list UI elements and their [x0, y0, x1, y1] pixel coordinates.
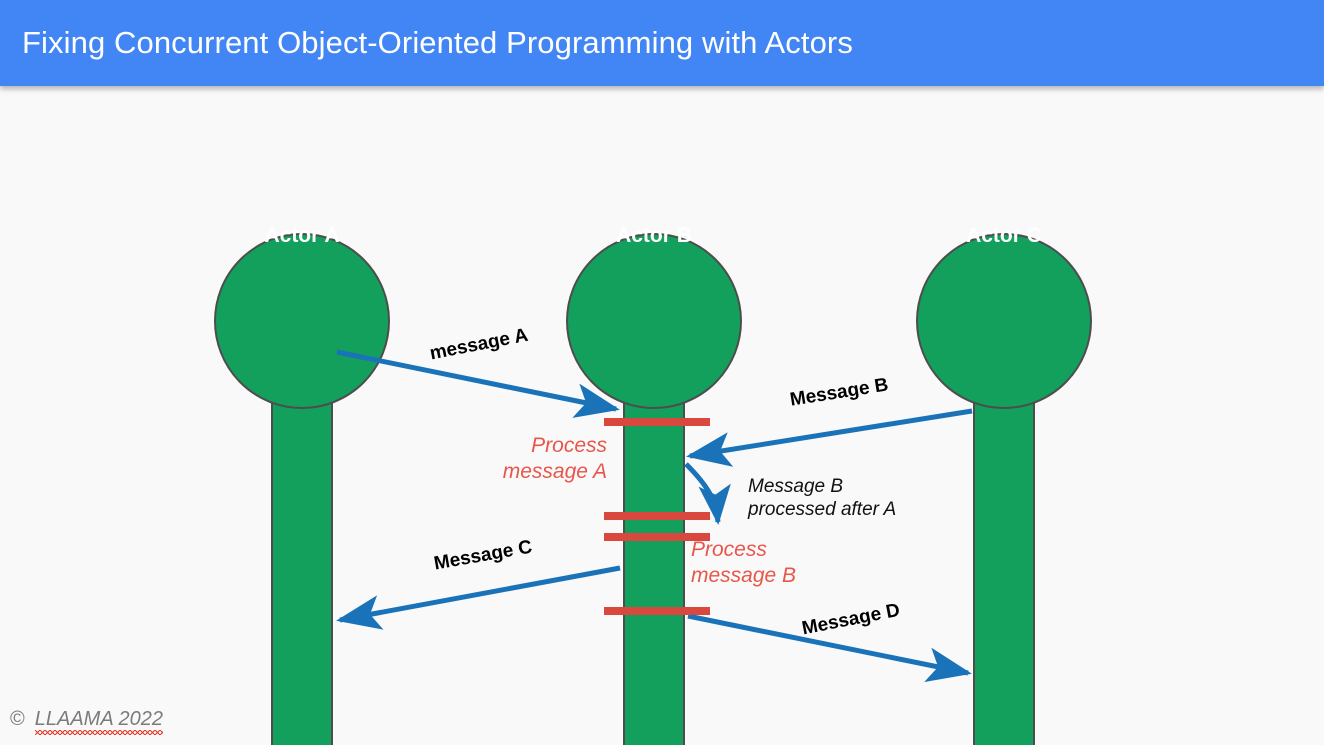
slide-header-bar: Fixing Concurrent Object-Oriented Progra…: [0, 0, 1324, 86]
process-message-b-line-1: Process: [691, 538, 767, 561]
message-b-line: [686, 408, 973, 467]
process-bar-3: [604, 533, 710, 541]
message-b-label: Message B: [788, 374, 889, 410]
process-bar-1: [604, 418, 710, 426]
note-message-b-line-2: processed after A: [747, 499, 896, 520]
actor-c-head: [916, 233, 1092, 409]
actor-b-head: [566, 233, 742, 409]
message-d-label: Message D: [800, 600, 901, 640]
footer-copyright: © LLAAMA 2022: [10, 708, 163, 731]
process-message-a-line-2: message A: [503, 460, 607, 483]
message-c-line: [336, 565, 621, 630]
actor-node-b[interactable]: Actor B: [566, 224, 742, 745]
message-arrow-d[interactable]: Message D: [687, 600, 972, 682]
actor-a-label: Actor A: [264, 224, 339, 247]
sequence-diagram: Actor A Actor B Actor C message A: [214, 224, 1092, 745]
footer-copyright-text: LLAAMA 2022: [34, 708, 163, 730]
message-c-label: Message C: [432, 537, 534, 575]
diagram-area: Actor A Actor B Actor C message A: [0, 86, 1324, 745]
process-message-b-label: Process message B: [691, 538, 796, 587]
message-a-label: message A: [428, 325, 530, 365]
actor-a-head: [214, 233, 390, 409]
message-arrow-c[interactable]: Message C: [336, 537, 621, 630]
process-bar-2: [604, 512, 710, 520]
process-message-a-line-1: Process: [531, 434, 607, 457]
process-message-a-label: Process message A: [503, 434, 608, 483]
actor-b-label: Actor B: [616, 224, 692, 247]
process-message-b-line-2: message B: [691, 564, 796, 587]
curved-arrow-path: [684, 462, 731, 525]
message-d-line: [687, 613, 972, 682]
copyright-symbol: ©: [10, 708, 25, 730]
message-arrow-b[interactable]: Message B: [686, 374, 973, 467]
process-bar-4: [604, 607, 710, 615]
actor-c-label: Actor C: [966, 224, 1042, 247]
message-a-line: [336, 349, 620, 418]
actor-node-a[interactable]: Actor A: [214, 224, 390, 745]
note-message-b-order: Message B processed after A: [747, 476, 896, 520]
actor-node-c[interactable]: Actor C: [916, 224, 1092, 745]
curved-arrow-message-b-defer: [684, 462, 731, 525]
page-title: Fixing Concurrent Object-Oriented Progra…: [22, 25, 853, 60]
note-message-b-line-1: Message B: [748, 476, 843, 497]
